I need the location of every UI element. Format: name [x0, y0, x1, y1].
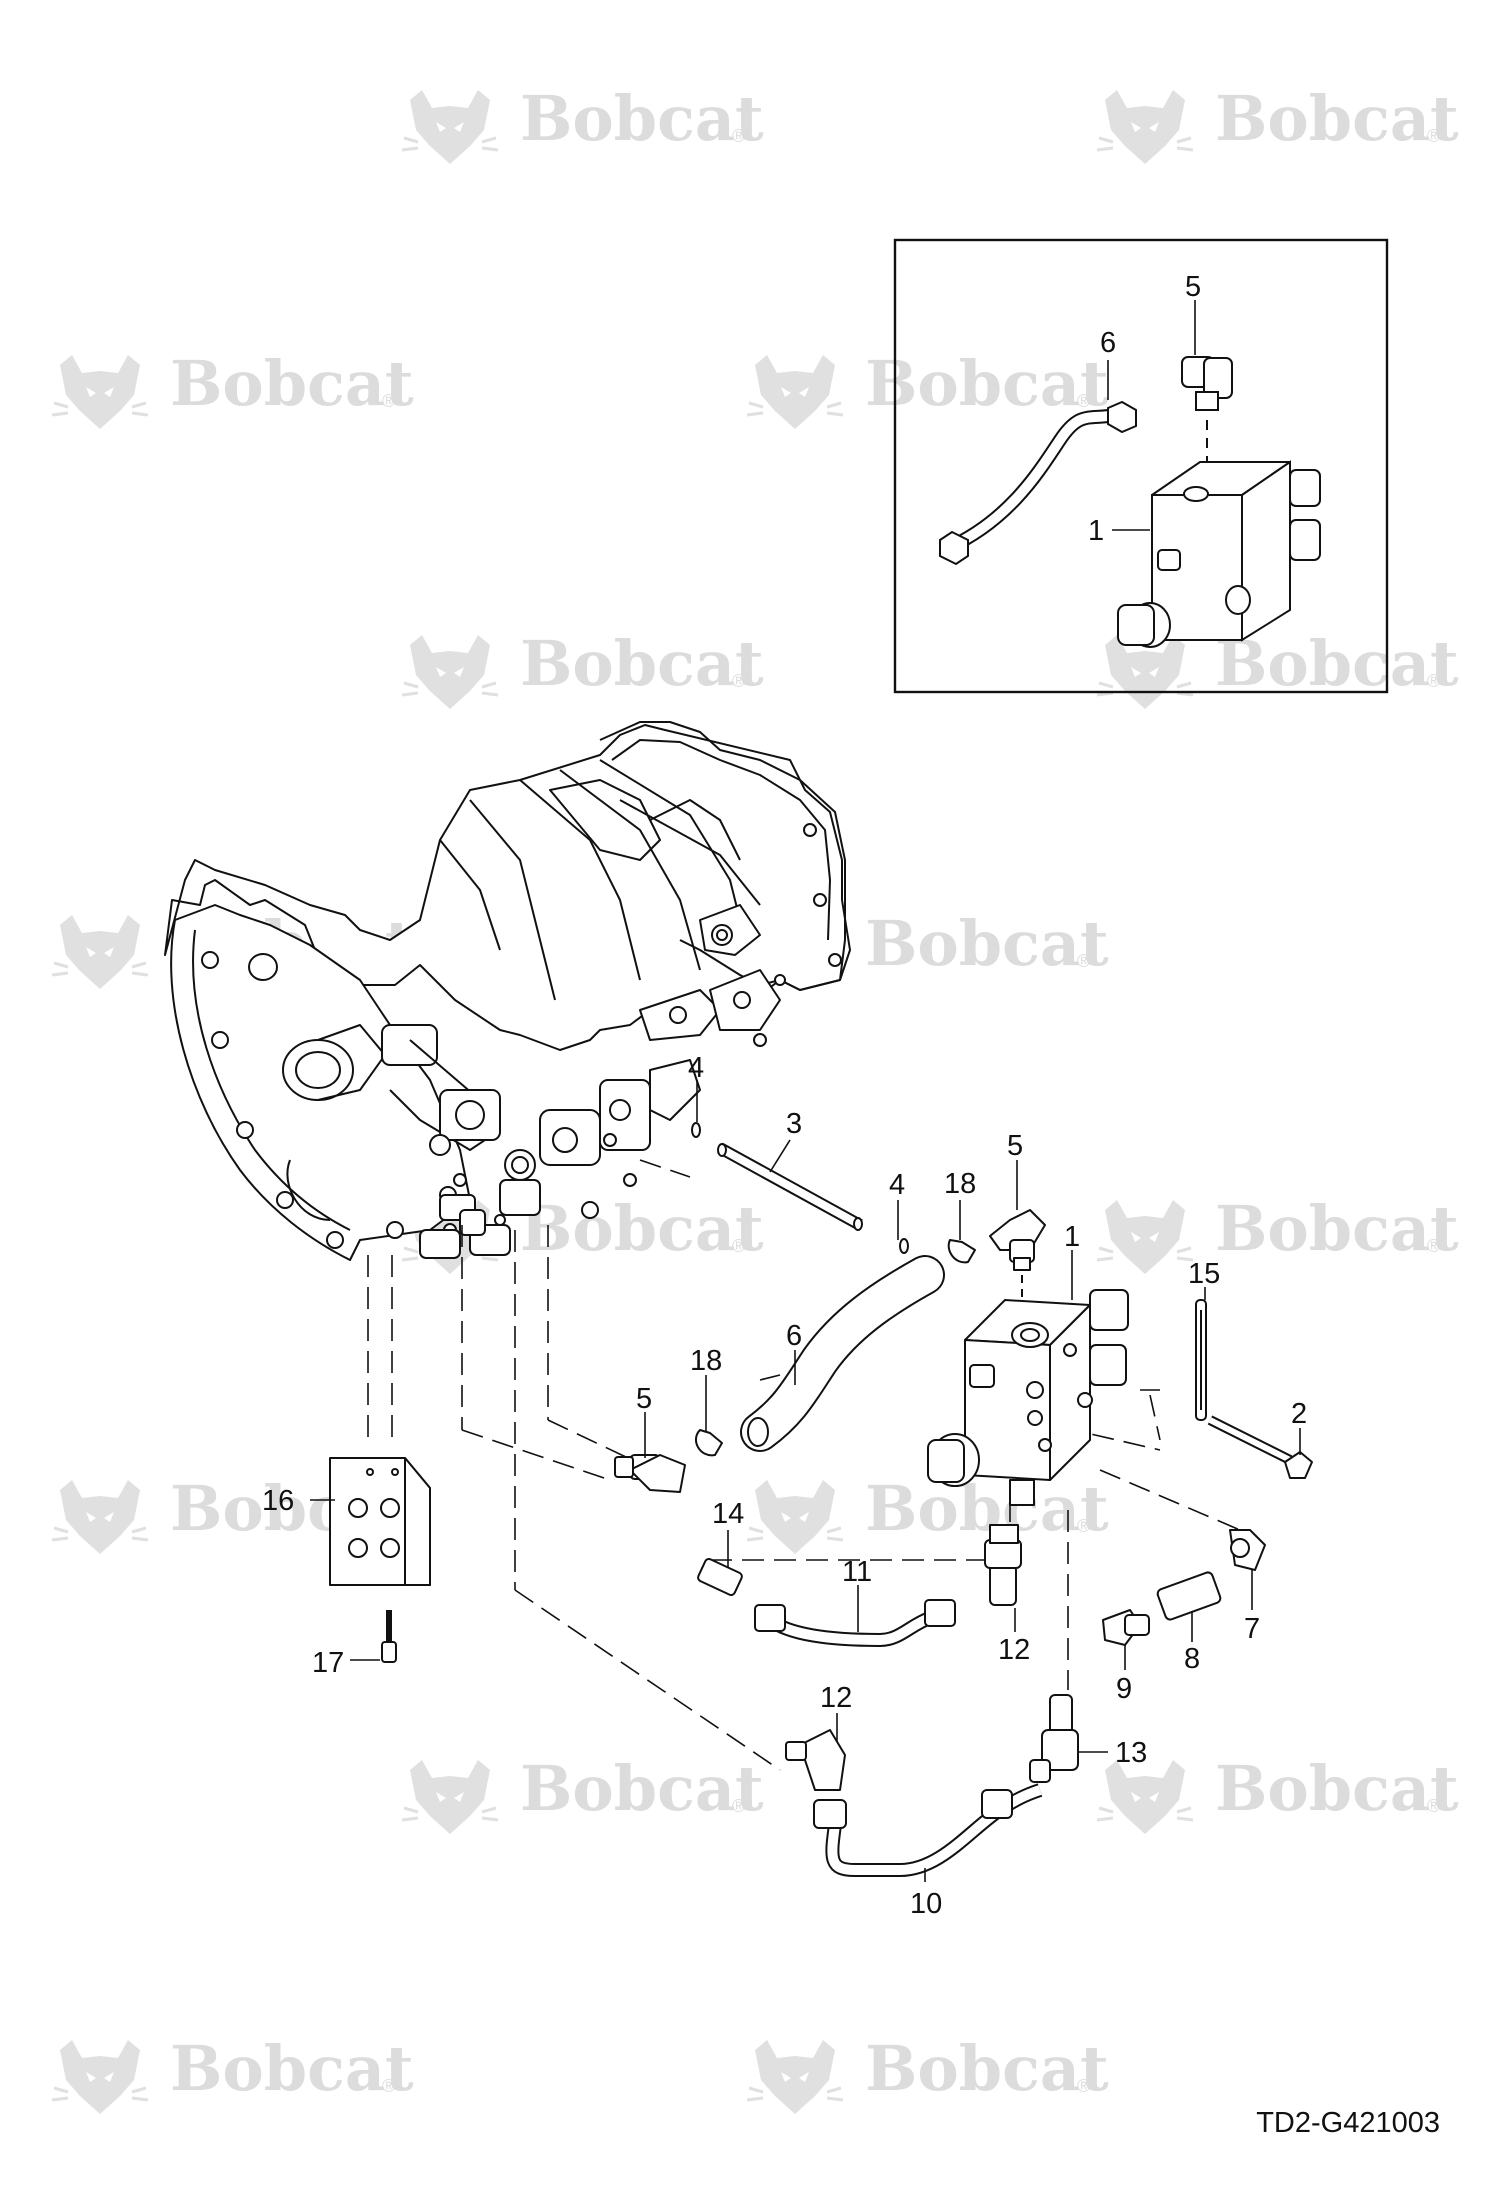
- bobcat-logo-icon: [50, 353, 150, 431]
- transmission-housing: [164, 721, 851, 1261]
- assembly-lines: [367, 1159, 1241, 1771]
- parts: [329, 1122, 1313, 1877]
- watermark-brand-text: Bobcat: [520, 1192, 764, 1265]
- callout-13: 13: [1115, 1737, 1147, 1769]
- watermark-registered-mark: ®: [1427, 1796, 1440, 1816]
- watermark-brand-text: Bobcat: [1215, 82, 1459, 155]
- watermark-registered-mark: ®: [732, 126, 745, 146]
- callout-18-lower: 18: [690, 1345, 722, 1377]
- bobcat-logo-icon: [400, 1758, 500, 1836]
- bobcat-logo-icon: [400, 633, 500, 711]
- bobcat-watermark: Bobcat®: [745, 1472, 1109, 1556]
- callout-leaders: [310, 1080, 1301, 1882]
- watermark-registered-mark: ®: [732, 1796, 745, 1816]
- watermark-brand-text: Bobcat: [865, 2032, 1109, 2105]
- bobcat-watermark: Bobcat®: [745, 907, 1109, 991]
- watermark-brand-text: Bobcat: [170, 347, 414, 420]
- drawing-id: TD2-G421003: [1256, 2107, 1440, 2139]
- callout-4-lower: 4: [889, 1169, 905, 1201]
- inset-callout-6: 6: [1100, 327, 1116, 359]
- watermark-brand-text: Bobcat: [170, 2032, 414, 2105]
- watermark-brand-text: Bobcat: [865, 907, 1109, 980]
- bobcat-logo-icon: [50, 913, 150, 991]
- watermark-registered-mark: ®: [732, 1236, 745, 1256]
- bobcat-logo-icon: [1095, 1758, 1195, 1836]
- watermark-registered-mark: ®: [382, 391, 395, 411]
- callout-17: 17: [312, 1647, 344, 1679]
- callout-3: 3: [786, 1108, 802, 1140]
- bobcat-watermark: Bobcat®: [400, 1752, 764, 1836]
- callout-7: 7: [1244, 1613, 1260, 1645]
- inset-detail: [893, 238, 1389, 694]
- watermark-registered-mark: ®: [732, 671, 745, 691]
- callout-16: 16: [262, 1485, 294, 1517]
- bobcat-logo-icon: [400, 88, 500, 166]
- callout-8: 8: [1184, 1643, 1200, 1675]
- callout-2: 2: [1291, 1398, 1307, 1430]
- watermark-registered-mark: ®: [1427, 671, 1440, 691]
- bobcat-watermark: Bobcat®: [1095, 82, 1459, 166]
- watermark-registered-mark: ®: [1077, 1516, 1090, 1536]
- bobcat-watermark: Bobcat®: [1095, 1752, 1459, 1836]
- watermark-brand-text: Bobcat: [865, 1472, 1109, 1545]
- watermark-brand-text: Bobcat: [520, 627, 764, 700]
- bobcat-watermark: Bobcat®: [745, 347, 1109, 431]
- watermark-registered-mark: ®: [1427, 1236, 1440, 1256]
- watermark-registered-mark: ®: [382, 2076, 395, 2096]
- bobcat-logo-icon: [50, 1478, 150, 1556]
- callout-5-upper: 5: [1007, 1130, 1023, 1162]
- watermark-registered-mark: ®: [1427, 126, 1440, 146]
- callout-11: 11: [842, 1556, 872, 1588]
- watermark-brand-text: Bobcat: [1215, 627, 1459, 700]
- watermark-brand-text: Bobcat: [1215, 1192, 1459, 1265]
- watermark-registered-mark: ®: [1077, 2076, 1090, 2096]
- bobcat-logo-icon: [1095, 88, 1195, 166]
- callout-12-upper: 12: [998, 1634, 1030, 1666]
- bobcat-watermark: Bobcat®: [1095, 627, 1459, 711]
- bobcat-watermark: Bobcat®: [1095, 1192, 1459, 1276]
- bobcat-logo-icon: [50, 2038, 150, 2116]
- callout-5-lower: 5: [636, 1383, 652, 1415]
- bobcat-logo-icon: [745, 353, 845, 431]
- callout-12-lower: 12: [820, 1682, 852, 1714]
- watermark-registered-mark: ®: [1077, 391, 1090, 411]
- bobcat-logo-icon: [1095, 1198, 1195, 1276]
- bobcat-logo-icon: [745, 2038, 845, 2116]
- callout-labels: 4 3 4 18 5 1 15 6 2 18 5 16 14 11 12 7 8…: [262, 1052, 1307, 1920]
- watermark-brand-text: Bobcat: [865, 347, 1109, 420]
- watermark-brand-text: Bobcat: [520, 82, 764, 155]
- callout-1: 1: [1064, 1221, 1080, 1253]
- watermark-brand-text: Bobcat: [1215, 1752, 1459, 1825]
- bobcat-watermark: Bobcat®: [400, 82, 764, 166]
- inset-callout-5: 5: [1185, 271, 1201, 303]
- callout-6: 6: [786, 1320, 802, 1352]
- watermark-registered-mark: ®: [1077, 951, 1090, 971]
- bobcat-watermark: Bobcat®: [400, 1192, 764, 1276]
- callout-4-upper: 4: [688, 1052, 704, 1084]
- inset-callouts: [1107, 300, 1196, 531]
- bobcat-watermark: Bobcat®: [745, 2032, 1109, 2116]
- bobcat-logo-icon: [745, 1478, 845, 1556]
- callout-18-upper: 18: [944, 1168, 976, 1200]
- bobcat-watermark: Bobcat®: [400, 627, 764, 711]
- callout-15: 15: [1188, 1258, 1220, 1290]
- callout-14: 14: [712, 1498, 744, 1530]
- bobcat-watermark: Bobcat®: [50, 347, 414, 431]
- bobcat-watermark: Bobcat®: [50, 2032, 414, 2116]
- inset-callout-1: 1: [1088, 515, 1104, 547]
- callout-9: 9: [1116, 1673, 1132, 1705]
- watermark-brand-text: Bobcat: [520, 1752, 764, 1825]
- callout-10: 10: [910, 1888, 942, 1920]
